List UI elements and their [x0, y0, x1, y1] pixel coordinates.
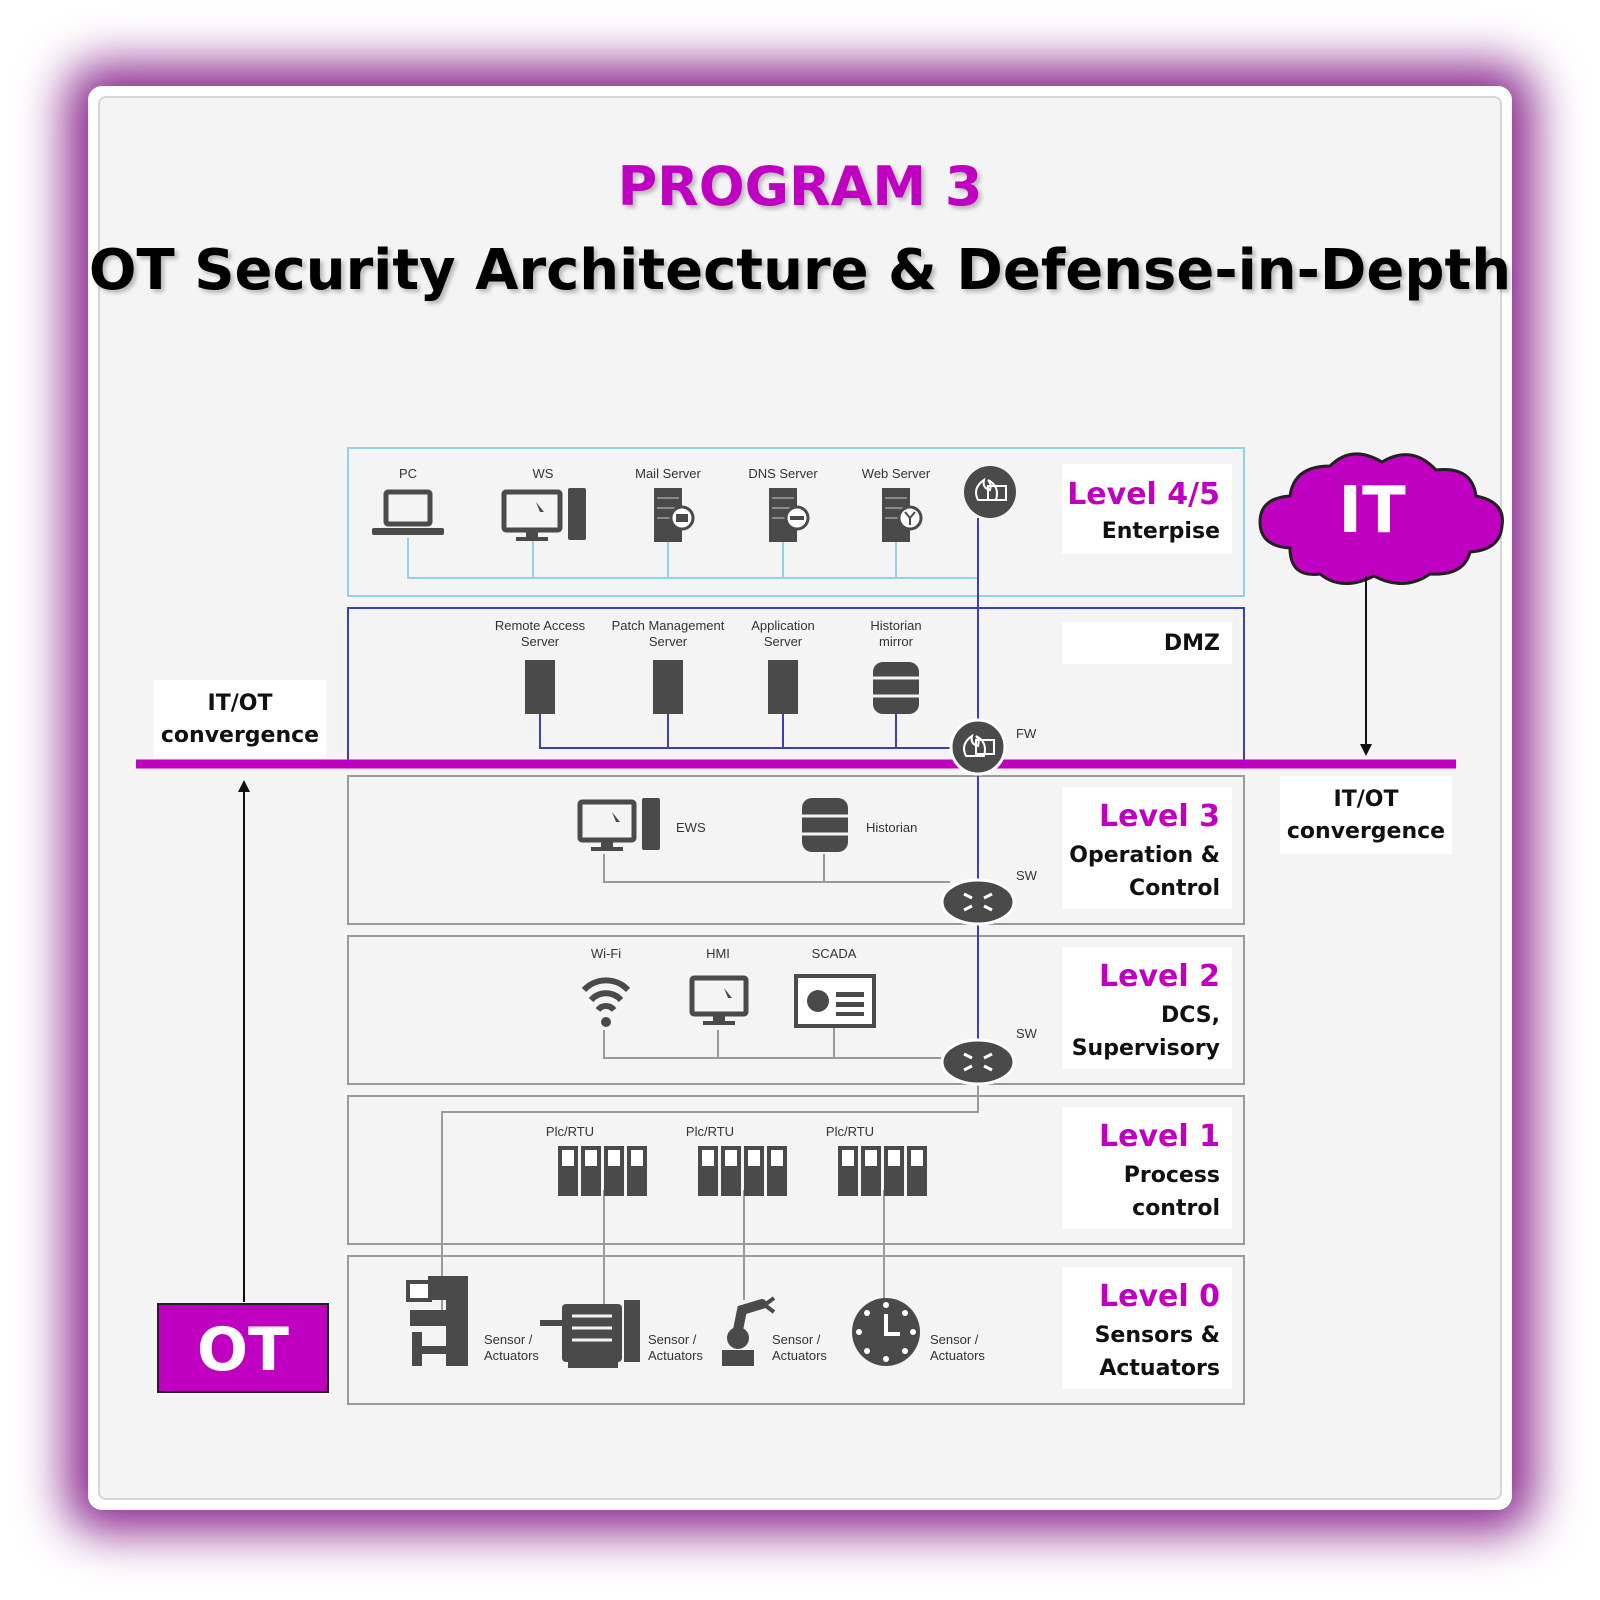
enterprise-firewall-icon	[964, 466, 1016, 518]
scada-icon	[794, 974, 876, 1028]
ot-box	[157, 1303, 329, 1393]
remote-access-server-icon	[525, 660, 555, 714]
historian-label: Historian	[866, 820, 917, 835]
level1-desc1: Process	[1124, 1163, 1220, 1188]
plc-rtu-icon	[838, 1146, 927, 1196]
application-server-label-2: Server	[764, 634, 803, 649]
wifi-icon	[581, 977, 631, 1027]
historian-mirror-database-icon	[873, 662, 919, 714]
level2-name: Level 2	[1099, 959, 1220, 994]
hmi-label: HMI	[706, 946, 730, 961]
plc-label-2: Plc/RTU	[686, 1124, 734, 1139]
ot-label: OT	[197, 1315, 289, 1385]
machine-tool-icon	[406, 1276, 468, 1366]
level45-desc: Enterpise	[1102, 519, 1220, 544]
firewall-icon	[949, 718, 1007, 776]
level2-desc2: Supervisory	[1072, 1036, 1220, 1061]
level1-name: Level 1	[1099, 1119, 1220, 1154]
level0-desc2: Actuators	[1099, 1356, 1220, 1381]
web-server-label: Web Server	[862, 466, 931, 481]
application-server-label-1: Application	[751, 618, 815, 633]
level-labels: Level 4/5 Enterpise DMZ Level 3 Operatio…	[1062, 464, 1232, 1389]
level2-desc1: DCS,	[1161, 1003, 1220, 1028]
dmz-links	[539, 518, 979, 1040]
patch-management-server-icon	[653, 660, 683, 714]
remote-access-label-1: Remote Access	[495, 618, 586, 633]
level3-name: Level 3	[1099, 799, 1220, 834]
historian-mirror-label-1: Historian	[870, 618, 921, 633]
level2-devices: Wi-Fi HMI SCADA SW	[581, 946, 1038, 1086]
patch-mgmt-label-2: Server	[649, 634, 688, 649]
fw-label: FW	[1016, 726, 1037, 741]
convergence-right: IT/OT convergence	[1280, 776, 1452, 854]
motor-icon	[540, 1300, 640, 1368]
convergence-left: IT/OT convergence	[154, 680, 326, 758]
main-title: OT Security Architecture & Defense-in-De…	[88, 238, 1512, 303]
ws-label: WS	[533, 466, 554, 481]
enterprise-links	[407, 538, 978, 579]
plc-rtu-icon	[698, 1146, 787, 1196]
mail-server-label: Mail Server	[635, 466, 701, 481]
ews-label: EWS	[676, 820, 706, 835]
switch-icon	[940, 1038, 1016, 1086]
level3-desc1: Operation &	[1069, 843, 1220, 868]
sensor-label-4b: Actuators	[930, 1348, 985, 1363]
plc-label-1: Plc/RTU	[546, 1124, 594, 1139]
it-cloud: IT	[1258, 452, 1504, 585]
pc-label: PC	[399, 466, 417, 481]
robot-arm-icon	[722, 1296, 776, 1366]
sw2-label: SW	[1016, 1026, 1038, 1041]
sensor-label-2a: Sensor /	[648, 1332, 697, 1347]
dmz-devices: Remote Access Server Patch Management Se…	[495, 618, 1037, 776]
gauge-clock-icon	[852, 1298, 920, 1366]
mail-server-icon	[654, 488, 695, 542]
dns-server-icon	[769, 488, 810, 542]
sensor-label-3b: Actuators	[772, 1348, 827, 1363]
level0-name: Level 0	[1099, 1279, 1220, 1314]
hmi-icon	[689, 975, 749, 1025]
level1-desc2: control	[1132, 1196, 1220, 1221]
enterprise-devices: PC WS Mail Server DNS Server Web Server	[372, 466, 1016, 542]
it-label: IT	[1338, 474, 1406, 548]
level1-devices: Plc/RTU Plc/RTU Plc/RTU	[546, 1124, 927, 1196]
plc-rtu-icon	[558, 1146, 647, 1196]
historian-mirror-label-2: mirror	[879, 634, 914, 649]
cloud-icon	[1258, 452, 1504, 585]
web-server-icon	[882, 488, 923, 542]
plc-label-3: Plc/RTU	[826, 1124, 874, 1139]
wifi-label: Wi-Fi	[591, 946, 621, 961]
level3-devices: EWS Historian SW	[577, 798, 1038, 926]
sensor-label-1b: Actuators	[484, 1348, 539, 1363]
ews-workstation-icon	[577, 798, 660, 851]
sensor-label-4a: Sensor /	[930, 1332, 979, 1347]
it-arrowhead	[1360, 744, 1372, 756]
level3-desc2: Control	[1129, 876, 1220, 901]
dns-server-label: DNS Server	[748, 466, 818, 481]
sw1-label: SW	[1016, 868, 1038, 883]
level45-name: Level 4/5	[1067, 477, 1220, 512]
dmz-label: DMZ	[1164, 631, 1220, 656]
historian-database-icon	[802, 798, 848, 852]
switch-icon	[940, 878, 1016, 926]
convergence-right-2: convergence	[1287, 819, 1445, 844]
sensor-label-2b: Actuators	[648, 1348, 703, 1363]
sensor-label-3a: Sensor /	[772, 1332, 821, 1347]
convergence-right-1: IT/OT	[1334, 787, 1399, 812]
remote-access-label-2: Server	[521, 634, 560, 649]
scada-label: SCADA	[812, 946, 857, 961]
sensor-label-1a: Sensor /	[484, 1332, 533, 1347]
level0-desc1: Sensors &	[1095, 1323, 1220, 1348]
ot-arrowhead	[238, 780, 250, 792]
convergence-left-2: convergence	[161, 723, 319, 748]
workstation-icon	[501, 488, 586, 541]
level0-devices: Sensor / Actuators Sensor / Actuators Se…	[406, 1276, 985, 1368]
application-server-icon	[768, 660, 798, 714]
program-title: PROGRAM 3	[617, 155, 983, 218]
patch-mgmt-label-1: Patch Management	[612, 618, 725, 633]
convergence-left-1: IT/OT	[208, 691, 273, 716]
laptop-icon	[372, 489, 444, 535]
